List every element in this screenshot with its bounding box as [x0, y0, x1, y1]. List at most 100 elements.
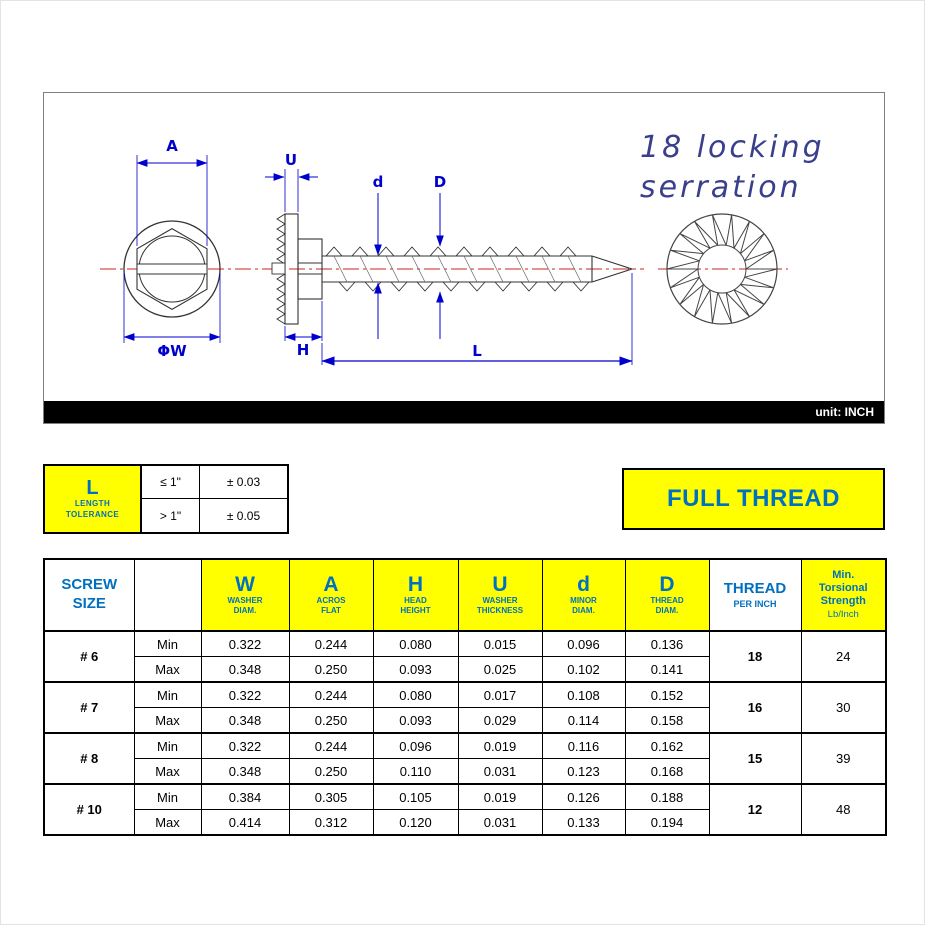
value-cell: 0.126	[541, 783, 626, 810]
screw-size-cell: # 10	[43, 783, 135, 836]
tolerance-symbol: L	[86, 477, 99, 499]
value-cell: 0.080	[372, 681, 459, 708]
dim-label-u: U	[285, 151, 297, 169]
value-cell: 0.105	[372, 783, 459, 810]
value-cell: 0.108	[541, 681, 626, 708]
tolerance-value: ± 0.03	[200, 466, 287, 499]
dim-label-big-d: D	[434, 173, 446, 191]
table-row: Max 0.348 0.250 0.093 0.029 0.114 0.158	[44, 707, 886, 734]
min-label: Min	[133, 732, 202, 759]
tolerance-condition: > 1"	[142, 499, 200, 532]
value-cell: 0.116	[541, 732, 626, 759]
value-cell: 0.194	[624, 809, 710, 836]
side-view-screw	[271, 213, 634, 325]
value-cell: 0.015	[457, 630, 543, 657]
dimension-u: U	[265, 151, 318, 212]
value-cell: 0.080	[372, 630, 459, 657]
min-label: Min	[133, 681, 202, 708]
table-row: # 6 Min 0.322 0.244 0.080 0.015 0.096 0.…	[43, 630, 887, 683]
value-cell: 0.250	[288, 758, 374, 785]
value-cell: 0.141	[624, 656, 710, 683]
value-cell: 0.136	[624, 630, 710, 657]
serration-view	[666, 213, 778, 325]
value-cell: 0.120	[372, 809, 459, 836]
value-cell: 0.152	[624, 681, 710, 708]
value-cell: 0.250	[288, 656, 374, 683]
value-cell: 0.031	[457, 758, 543, 785]
thread-per-inch-cell: 15	[708, 732, 802, 785]
col-header-d-minor: d MINOR DIAM.	[541, 558, 626, 632]
tolerance-condition: ≤ 1"	[142, 466, 200, 499]
dim-label-h: H	[297, 341, 310, 359]
value-cell: 0.168	[624, 758, 710, 785]
thread-per-inch-cell: 12	[708, 783, 802, 836]
value-cell: 0.093	[372, 707, 459, 734]
table-row: # 8 Min 0.322 0.244 0.096 0.019 0.116 0.…	[43, 732, 887, 785]
value-cell: 0.025	[457, 656, 543, 683]
min-label: Min	[133, 783, 202, 810]
value-cell: 0.305	[288, 783, 374, 810]
table-row: # 7 Min 0.322 0.244 0.080 0.017 0.108 0.…	[43, 681, 887, 734]
header-row: SCREW SIZE W WASHER DIAM. A ACROS FLAT H…	[43, 558, 887, 632]
value-cell: 0.029	[457, 707, 543, 734]
full-thread-label: FULL THREAD	[666, 485, 841, 512]
dimension-phi-w: ΦW	[123, 273, 221, 360]
front-view-hex-washer-head	[123, 220, 221, 318]
dimension-h: H	[284, 301, 323, 359]
value-cell: 0.017	[457, 681, 543, 708]
table-row: Max 0.348 0.250 0.110 0.031 0.123 0.168	[44, 758, 886, 785]
value-cell: 0.096	[372, 732, 459, 759]
value-cell: 0.348	[200, 707, 290, 734]
dim-label-a: A	[166, 137, 178, 155]
serration-blades	[666, 214, 778, 324]
screw-size-cell: # 7	[43, 681, 135, 734]
value-cell: 0.414	[200, 809, 290, 836]
dim-label-phi-w: ΦW	[157, 342, 187, 360]
value-cell: 0.133	[541, 809, 626, 836]
max-label: Max	[133, 758, 202, 785]
table-row: # 10 Min 0.384 0.305 0.105 0.019 0.126 0…	[43, 783, 887, 836]
dimension-d-thread: D	[434, 173, 446, 339]
dimension-d-minor: d	[373, 173, 383, 339]
value-cell: 0.096	[541, 630, 626, 657]
value-cell: 0.019	[457, 783, 543, 810]
screw-size-cell: # 8	[43, 732, 135, 785]
value-cell: 0.188	[624, 783, 710, 810]
dimension-a: A	[136, 137, 208, 246]
max-label: Max	[133, 656, 202, 683]
value-cell: 0.123	[541, 758, 626, 785]
value-cell: 0.093	[372, 656, 459, 683]
value-cell: 0.162	[624, 732, 710, 759]
table-row: Max 0.414 0.312 0.120 0.031 0.133 0.194	[44, 809, 886, 836]
value-cell: 0.348	[200, 656, 290, 683]
col-header-torsional: Min. Torsional Strength Lb/Inch	[800, 558, 887, 632]
length-tolerance-header: L LENGTH TOLERANCE	[45, 466, 142, 532]
value-cell: 0.322	[200, 732, 290, 759]
col-header-h: H HEAD HEIGHT	[372, 558, 459, 632]
dim-label-l: L	[472, 342, 482, 360]
serration-note-line1: 18 locking	[640, 130, 825, 165]
value-cell: 0.110	[372, 758, 459, 785]
max-label: Max	[133, 707, 202, 734]
full-thread-badge: FULL THREAD	[622, 468, 885, 530]
value-cell: 0.322	[200, 630, 290, 657]
value-cell: 0.244	[288, 681, 374, 708]
col-header-thread-per-inch: THREAD PER INCH	[708, 558, 802, 632]
value-cell: 0.348	[200, 758, 290, 785]
screw-size-cell: # 6	[43, 630, 135, 683]
tolerance-value: ± 0.05	[226, 508, 261, 523]
value-cell: 0.114	[541, 707, 626, 734]
value-cell: 0.322	[200, 681, 290, 708]
value-cell: 0.384	[200, 783, 290, 810]
thread-per-inch-cell: 16	[708, 681, 802, 734]
value-cell: 0.312	[288, 809, 374, 836]
tolerance-label-line2: TOLERANCE	[65, 510, 120, 519]
value-cell: 0.031	[457, 809, 543, 836]
torsional-strength-cell: 48	[800, 783, 887, 836]
value-cell: 0.244	[288, 630, 374, 657]
torsional-strength-cell: 39	[800, 732, 887, 785]
tolerance-label-line1: LENGTH	[74, 499, 111, 508]
spec-table: SCREW SIZE W WASHER DIAM. A ACROS FLAT H…	[43, 558, 887, 836]
col-header-d-thread: D THREAD DIAM.	[624, 558, 710, 632]
max-label: Max	[133, 809, 202, 836]
